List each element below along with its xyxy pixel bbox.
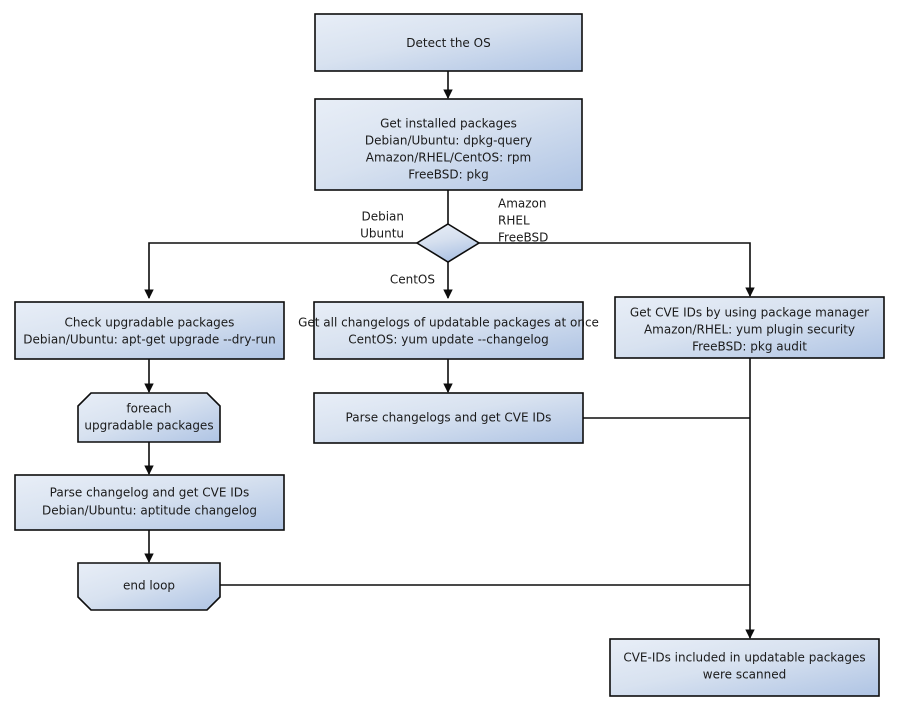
get-all-changelogs-line-0: Get all changelogs of updatable packages… (298, 316, 599, 330)
foreach-loop-shape (77, 392, 221, 443)
parse-changelog-box (14, 474, 285, 531)
node-get-all-changelogs[interactable]: Get all changelogs of updatable packages… (298, 301, 599, 360)
node-cve-ids-scanned[interactable]: CVE-IDs included in updatable packages w… (609, 638, 880, 697)
node-check-upgradable-packages[interactable]: Check upgradable packages Debian/Ubuntu:… (14, 301, 285, 360)
os-decision-diamond (415, 223, 481, 263)
edge-decision-to-check-upgradable (144, 242, 417, 299)
get-installed-packages-line-2: Amazon/RHEL/CentOS: rpm (366, 151, 531, 165)
node-end-loop[interactable]: end loop (77, 562, 221, 611)
get-installed-packages-line-1: Debian/Ubuntu: dpkg-query (365, 134, 532, 148)
edge-decision-to-cve-pkgmgr (479, 242, 755, 297)
label-rhel: RHEL (498, 214, 530, 228)
get-all-changelogs-line-1: CentOS: yum update --changelog (348, 333, 548, 347)
get-cve-pkgmgr-line-2: FreeBSD: pkg audit (692, 340, 807, 354)
node-parse-changelogs-cve-ids[interactable]: Parse changelogs and get CVE IDs (313, 392, 584, 444)
detect-os-line-0: Detect the OS (406, 36, 490, 50)
label-ubuntu: Ubuntu (360, 227, 404, 241)
foreach-line-1: upgradable packages (84, 419, 213, 433)
connectors (144, 71, 755, 639)
cve-ids-scanned-line-1: were scanned (703, 668, 786, 682)
get-installed-packages-box (314, 98, 583, 191)
node-get-cve-ids-package-manager[interactable]: Get CVE IDs by using package manager Ama… (614, 296, 885, 359)
parse-changelogs-box (313, 392, 584, 444)
edge-label-amazon-rhel-freebsd: Amazon RHEL FreeBSD (498, 197, 548, 245)
check-upgradable-line-1: Debian/Ubuntu: apt-get upgrade --dry-run (23, 333, 275, 347)
end-loop-shape (77, 562, 221, 611)
get-cve-ids-package-manager-box (614, 296, 885, 359)
get-cve-pkgmgr-line-1: Amazon/RHEL: yum plugin security (644, 323, 855, 337)
check-upgradable-packages-box (14, 301, 285, 360)
parse-changelog-line-1: Debian/Ubuntu: aptitude changelog (42, 504, 257, 518)
label-centos: CentOS (390, 273, 435, 287)
edge-label-debian-ubuntu: Debian Ubuntu (360, 210, 404, 241)
node-os-decision[interactable] (415, 223, 481, 263)
get-installed-packages-line-0: Get installed packages (380, 117, 517, 131)
get-cve-pkgmgr-line-0: Get CVE IDs by using package manager (630, 306, 869, 320)
node-get-installed-packages[interactable]: Get installed packages Debian/Ubuntu: dp… (314, 98, 583, 191)
parse-changelogs-line-0: Parse changelogs and get CVE IDs (346, 411, 552, 425)
cve-ids-scanned-box (609, 638, 880, 697)
parse-changelog-line-0: Parse changelog and get CVE IDs (50, 486, 250, 500)
get-installed-packages-line-3: FreeBSD: pkg (408, 168, 488, 182)
edge-label-centos: CentOS (390, 273, 435, 287)
node-parse-changelog-cve-ids[interactable]: Parse changelog and get CVE IDs Debian/U… (14, 474, 285, 531)
get-all-changelogs-box (313, 301, 584, 360)
node-foreach-upgradable-packages[interactable]: foreach upgradable packages (77, 392, 221, 443)
cve-ids-scanned-line-0: CVE-IDs included in updatable packages (623, 651, 865, 665)
end-loop-line-0: end loop (123, 579, 175, 593)
check-upgradable-line-0: Check upgradable packages (65, 316, 235, 330)
foreach-line-0: foreach (126, 402, 171, 416)
node-detect-os[interactable]: Detect the OS (314, 13, 583, 72)
label-amazon: Amazon (498, 197, 547, 211)
label-debian: Debian (361, 210, 404, 224)
detect-os-box (314, 13, 583, 72)
label-freebsd: FreeBSD (498, 231, 548, 245)
